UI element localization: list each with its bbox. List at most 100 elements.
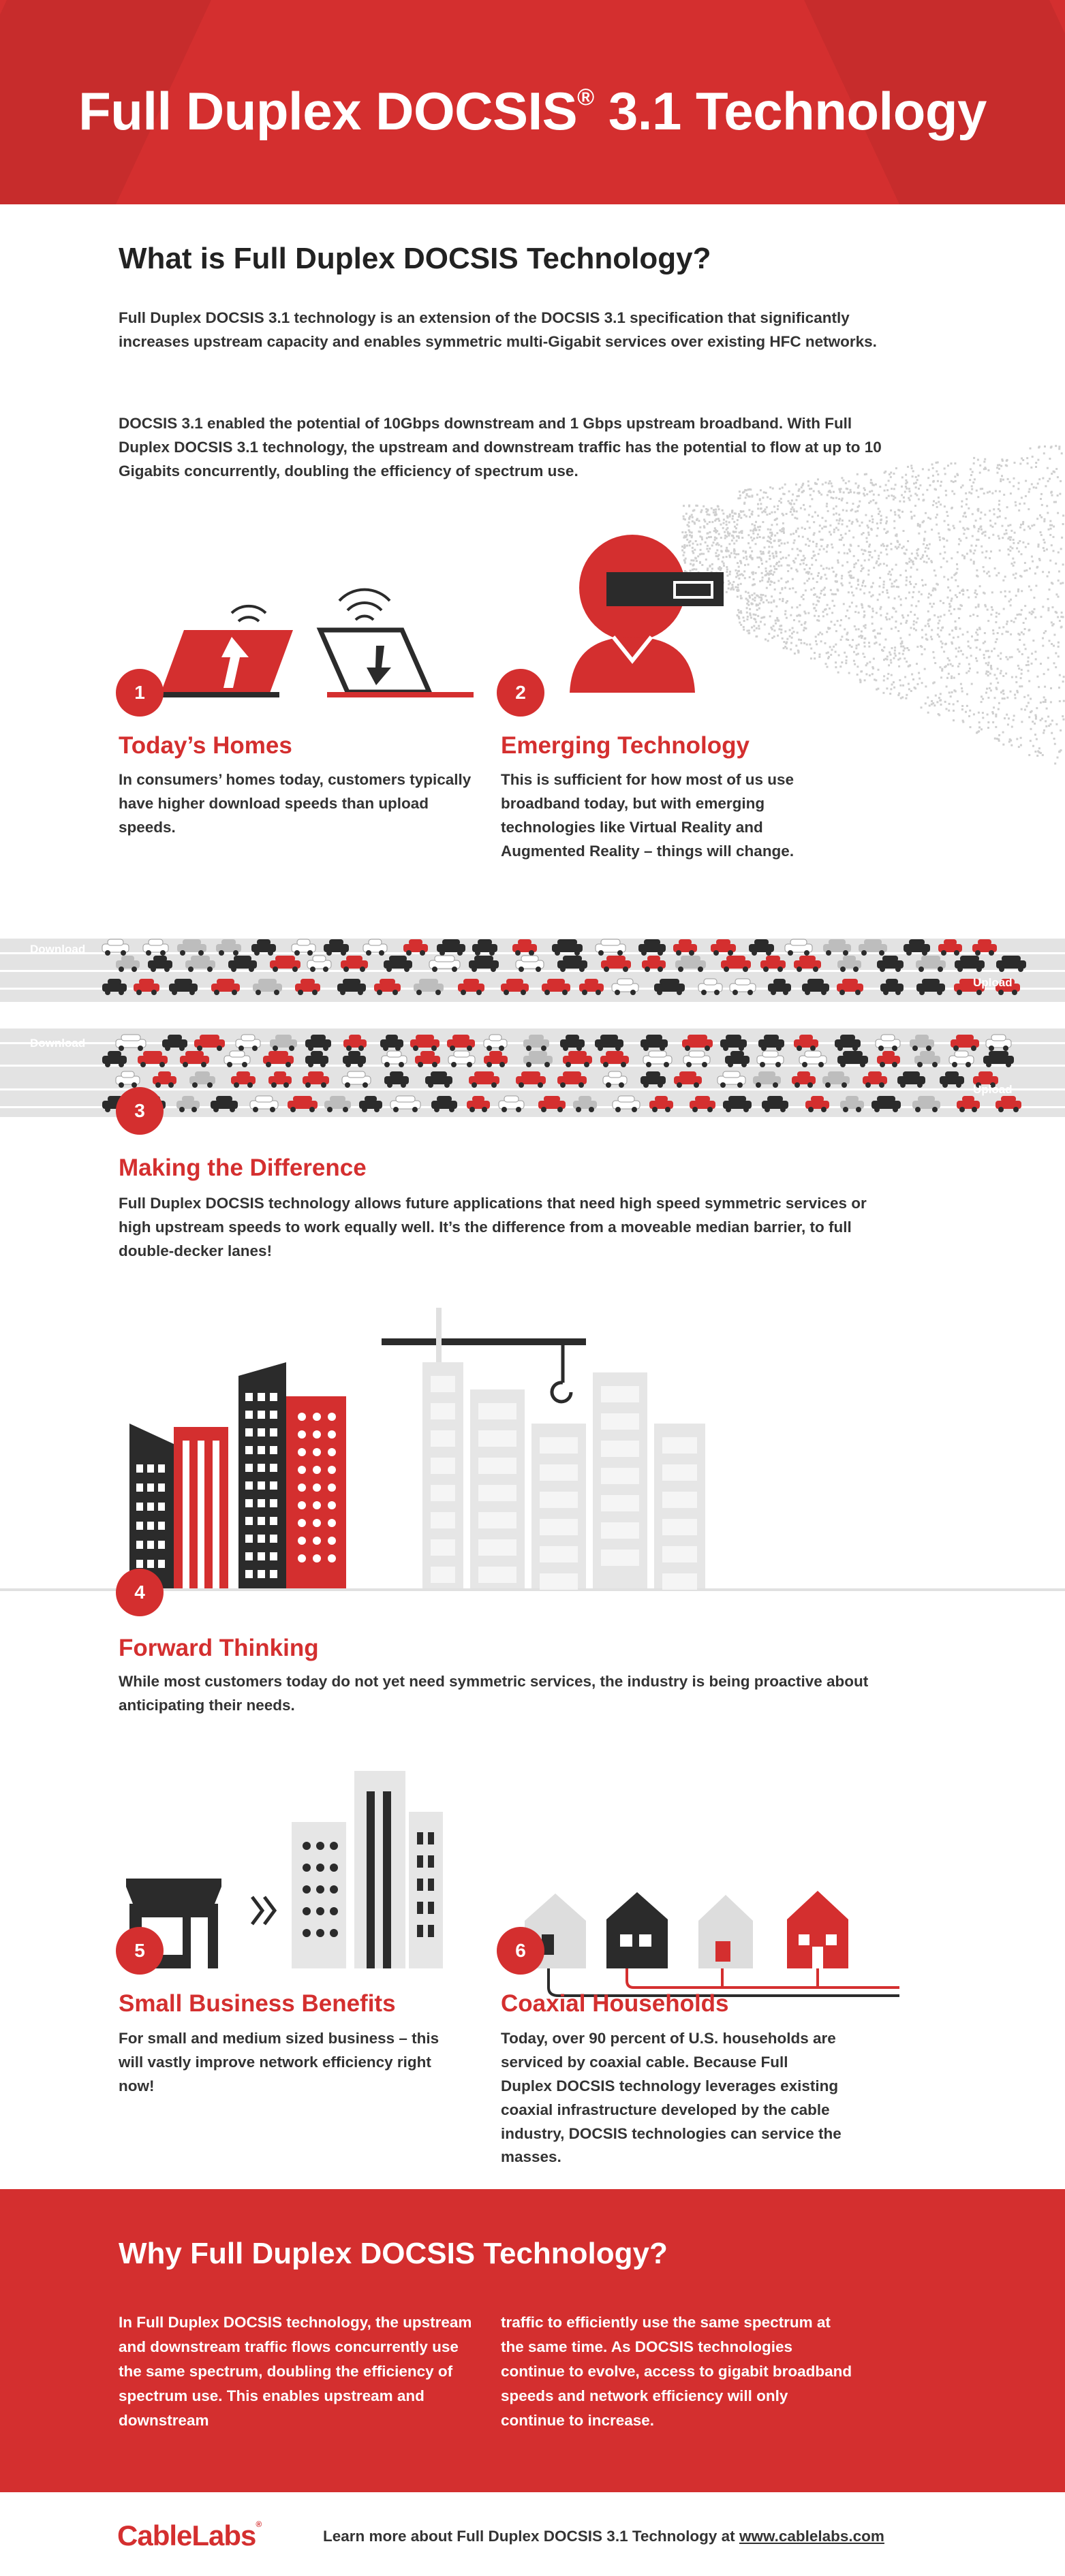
car-icon [189,1071,215,1088]
car-icon [359,1096,382,1112]
car-icon [291,939,316,956]
car-icon [916,979,945,995]
car-icon [515,955,544,972]
car-icon [940,1071,964,1088]
car-icon [343,1035,367,1051]
car-icon [822,1071,850,1088]
car-icon [374,979,401,995]
car-icon [162,1035,187,1051]
car-icon [877,1051,900,1067]
car-icon [799,1050,827,1067]
houses-illustration [525,1891,899,1997]
car-icon [792,1071,816,1088]
car-icon [951,1035,979,1051]
car-icon [912,1096,940,1112]
step-6-badge: 6 [497,1927,544,1975]
footer-cta: Learn more about Full Duplex DOCSIS 3.1 … [323,2528,884,2545]
car-icon [305,1051,328,1067]
laptop-screen-upload [160,630,293,695]
wifi-icon [338,588,391,621]
car-icon [563,1051,592,1067]
car-icon [390,1095,421,1112]
car-icon [263,1051,294,1067]
car-icon [720,1035,747,1051]
car-icon [228,956,257,972]
car-icon [675,956,706,972]
car-icon [194,1035,225,1051]
cablelabs-logo[interactable]: CableLabs® [117,2519,262,2551]
car-icon [955,956,985,972]
car-icon [153,1071,176,1088]
car-icon [251,939,276,956]
car-icon [914,1051,940,1067]
car-icon [698,978,723,995]
footer: CableLabs® Learn more about Full Duplex … [0,2492,1065,2576]
car-icon [469,1071,499,1088]
car-icon [595,939,626,956]
laptop-screen-download [316,627,433,695]
car-icon [612,1095,640,1112]
car-icon [185,956,215,972]
car-icon [270,1035,297,1051]
car-icon [324,1096,351,1112]
car-icon [957,1096,980,1112]
car-icon [176,1096,200,1112]
car-icon [910,1035,934,1051]
car-icon [802,979,829,995]
car-icon [758,1035,784,1051]
car-icon [235,1034,261,1051]
car-icon [972,939,997,956]
car-icon [611,978,639,995]
car-icon [410,1035,439,1051]
step-3-text: Full Duplex DOCSIS technology allows fut… [119,1195,867,1259]
header-banner: Full Duplex DOCSIS® 3.1 Technology [0,0,1065,204]
intro-heading: What is Full Duplex DOCSIS Technology? [119,242,711,275]
lane-label-upload: Upload [973,976,1013,989]
chevron-right-icon [251,1896,277,1926]
car-icon [381,1050,407,1067]
car-icon [142,939,169,956]
car-icon [148,956,172,972]
car-icon [683,1050,711,1067]
car-icon [840,1096,864,1112]
car-icon [600,1051,629,1067]
lane-label-download: Download [30,943,86,956]
car-icon [231,1071,256,1088]
wifi-icon [230,604,267,623]
car-icon [516,1071,546,1088]
car-icon [749,939,774,956]
car-icon [429,955,461,972]
car-icon [654,979,685,995]
car-icon [805,1096,829,1112]
car-icon [268,1071,292,1088]
vr-user-illustration [570,535,724,693]
car-icon [938,939,962,956]
car-icon [484,1051,508,1067]
car-icon [721,956,751,972]
car-icon [380,1035,403,1051]
car-icon [837,979,863,995]
car-icon [223,1050,251,1067]
car-icon [303,1071,329,1088]
car-icon [177,939,206,956]
car-icon [916,956,946,972]
car-icon [904,939,930,956]
step-6-title: Coaxial Households [501,1990,729,2017]
car-icon [512,939,537,956]
car-icon [973,1071,998,1088]
car-icon [674,1071,702,1088]
car-icon [649,1096,673,1112]
car-icon [403,939,428,956]
car-icon [270,956,300,972]
car-icon [343,1051,366,1067]
city-buildings-illustration [0,1308,1065,1591]
car-icon [602,1071,628,1088]
cablelabs-link[interactable]: www.cablelabs.com [739,2528,884,2545]
car-icon [414,979,444,995]
car-icon [880,979,904,995]
car-icon [552,939,583,956]
step-5-badge: 5 [116,1927,164,1975]
car-icon [211,1096,238,1112]
why-section: Why Full Duplex DOCSIS Technology? In Fu… [0,2189,1065,2492]
car-icon [642,956,666,972]
